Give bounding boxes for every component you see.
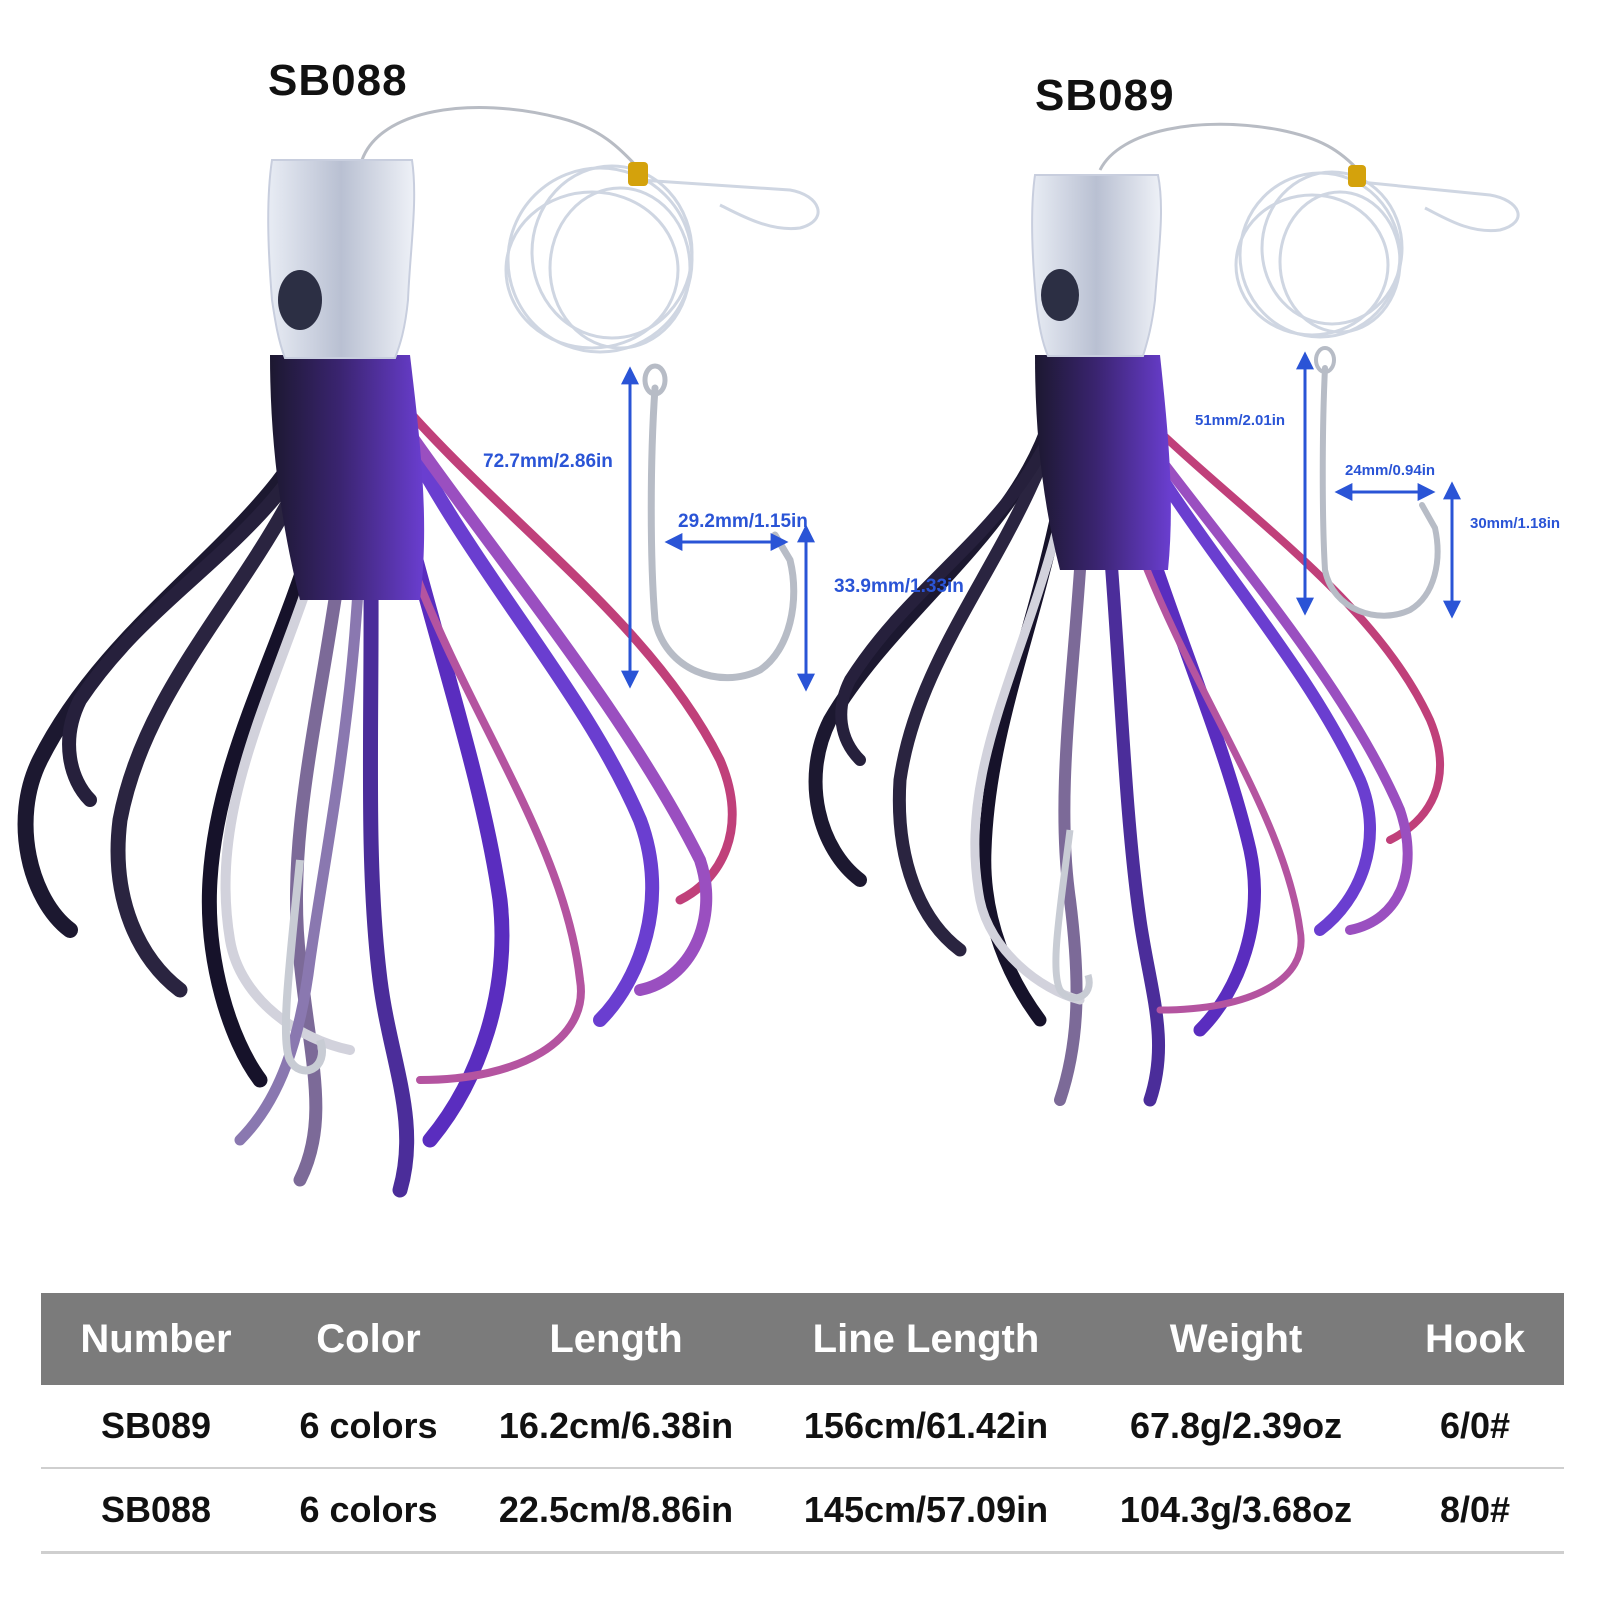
spec-table: Number Color Length Line Length Weight H… (41, 1293, 1564, 1554)
hook-inner (281, 859, 326, 1075)
lure-head (1031, 174, 1162, 357)
dim-hook-bend-sb088: 33.9mm/1.33in (834, 576, 964, 597)
eye-icon (1041, 269, 1079, 321)
header-color: Color (271, 1293, 466, 1385)
coiled-line (1234, 170, 1520, 339)
cell-number: SB089 (41, 1385, 271, 1469)
cell-weight: 67.8g/2.39oz (1086, 1385, 1386, 1469)
cell-weight: 104.3g/3.68oz (1086, 1468, 1386, 1554)
skirt-body (1035, 355, 1171, 570)
leader-wire (360, 105, 642, 172)
leader-wire (1098, 122, 1362, 174)
coiled-line (504, 164, 820, 354)
dim-hook-bend-sb089: 30mm/1.18in (1470, 515, 1561, 532)
spec-table-header: Number Color Length Line Length Weight H… (41, 1293, 1564, 1385)
cell-color: 6 colors (271, 1385, 466, 1469)
hook-diagram-sb088 (621, 363, 815, 692)
lure-sb089 (808, 122, 1520, 1107)
dim-hook-length-sb089: 51mm/2.01in (1195, 412, 1286, 429)
header-line-length: Line Length (766, 1293, 1086, 1385)
skirt-body (270, 355, 425, 600)
header-number: Number (41, 1293, 271, 1385)
crimp (1348, 165, 1366, 187)
table-row: SB089 6 colors 16.2cm/6.38in 156cm/61.42… (41, 1385, 1564, 1469)
hook-inner (1052, 829, 1093, 1002)
header-weight: Weight (1086, 1293, 1386, 1385)
crimp (628, 162, 648, 186)
lure-sb088 (17, 105, 820, 1198)
model-title-sb088: SB088 (268, 56, 408, 105)
product-artwork (17, 105, 1520, 1198)
hook-diagram-sb089 (1296, 346, 1461, 619)
table-row: SB088 6 colors 22.5cm/8.86in 145cm/57.09… (41, 1468, 1564, 1554)
cell-color: 6 colors (271, 1468, 466, 1554)
eye-icon (278, 270, 322, 330)
model-title-sb089: SB089 (1035, 71, 1175, 120)
dim-hook-gap-sb089: 24mm/0.94in (1345, 462, 1436, 479)
cell-hook: 6/0# (1386, 1385, 1564, 1469)
dim-hook-gap-sb088: 29.2mm/1.15in (678, 511, 808, 532)
lure-head (267, 159, 416, 359)
cell-number: SB088 (41, 1468, 271, 1554)
header-length: Length (466, 1293, 766, 1385)
cell-line-length: 156cm/61.42in (766, 1385, 1086, 1469)
header-hook: Hook (1386, 1293, 1564, 1385)
cell-length: 22.5cm/8.86in (466, 1468, 766, 1554)
cell-hook: 8/0# (1386, 1468, 1564, 1554)
cell-line-length: 145cm/57.09in (766, 1468, 1086, 1554)
dim-hook-length-sb088: 72.7mm/2.86in (483, 451, 613, 472)
cell-length: 16.2cm/6.38in (466, 1385, 766, 1469)
